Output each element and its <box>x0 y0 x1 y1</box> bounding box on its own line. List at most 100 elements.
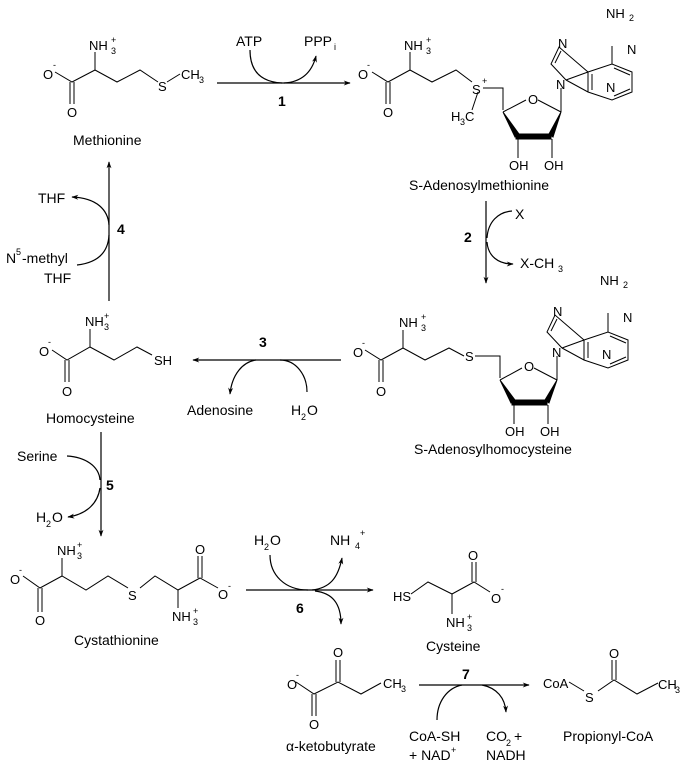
cofactor-co2-plus: + <box>514 728 522 744</box>
compound-label-ketobutyrate: α-ketobutyrate <box>286 738 376 754</box>
reaction-step-1: ATP PPP i 1 <box>217 33 351 109</box>
atom-o: O <box>376 384 386 399</box>
atom-nh: NH <box>89 38 108 53</box>
cofactor-nad: + NAD <box>409 747 451 763</box>
cofactor-x-ch3: X-CH <box>520 255 554 271</box>
reaction-step-2: X X-CH 3 2 <box>464 201 563 284</box>
atom-s: S <box>158 79 167 94</box>
charge-plus: + <box>104 311 109 321</box>
atom-o: O <box>39 344 49 359</box>
atom-n: N <box>627 42 636 57</box>
sam-structure: O - O NH 3 + S + H 3 C O OH OH N N N N N… <box>358 6 636 173</box>
atom-o: O <box>307 402 318 418</box>
atom-nh: NH <box>172 609 191 624</box>
sub-3: 3 <box>467 623 472 633</box>
atom-o: O <box>195 542 205 557</box>
compound-label-homocysteine: Homocysteine <box>46 410 135 426</box>
sub-3: 3 <box>193 617 198 627</box>
compound-label-sam: S-Adenosylmethionine <box>409 177 549 193</box>
homocysteine-structure: O - O NH 3 + SH <box>39 311 172 399</box>
atom-ch: CH <box>658 677 677 692</box>
atom-c: C <box>465 109 474 124</box>
charge-minus: - <box>296 670 299 680</box>
atom-h: H <box>451 109 460 124</box>
atom-ch: CH <box>181 67 200 82</box>
compound-label-cystathionine: Cystathionine <box>74 632 159 648</box>
atom-oh: OH <box>505 424 525 439</box>
atom-o: O <box>35 613 45 628</box>
reaction-step-5: 5 Serine H 2 O <box>17 432 114 537</box>
atom-o: O <box>524 359 534 374</box>
cofactor-ppp: PPP <box>304 33 332 49</box>
sub-2: 2 <box>301 412 306 422</box>
propionylcoa-structure: CoA S O CH 3 <box>543 646 680 705</box>
atom-oh: OH <box>544 158 564 173</box>
cofactor-atp: ATP <box>236 33 262 49</box>
atom-o: O <box>528 92 538 107</box>
charge-plus: + <box>421 312 426 322</box>
cystathionine-structure: O - O NH 3 + S O O - NH 3 + <box>10 540 231 628</box>
compound-label-methionine: Methionine <box>73 132 142 148</box>
charge-plus: + <box>193 606 198 616</box>
charge-minus: - <box>48 337 51 347</box>
atom-n: N <box>606 80 615 95</box>
atom-o: O <box>52 509 63 525</box>
atom-o: O <box>609 646 619 661</box>
cofactor-n5methyl-sup: 5 <box>16 247 21 257</box>
charge-plus: + <box>451 745 456 755</box>
cofactor-ppp-sub: i <box>334 42 336 52</box>
cofactor-h2o: H <box>36 509 46 525</box>
reaction-step-4: 4 THF N 5 -methyl THF <box>6 161 125 301</box>
charge-minus: - <box>501 584 504 594</box>
cofactor-x: X <box>515 206 525 222</box>
cofactor-coash: CoA-SH <box>409 728 460 744</box>
atom-o: O <box>67 105 77 120</box>
atom-s: S <box>585 690 594 705</box>
step-number-4: 4 <box>117 221 125 237</box>
atom-s: S <box>128 588 137 603</box>
atom-nh: NH <box>399 315 418 330</box>
atom-n: N <box>602 347 611 362</box>
atom-o: O <box>358 67 368 82</box>
cofactor-n5methyl-n: N <box>6 250 16 266</box>
atom-o: O <box>353 345 363 360</box>
cofactor-h2o: H <box>291 402 301 418</box>
step-number-3: 3 <box>259 334 267 350</box>
reaction-step-3: 3 Adenosine H 2 O <box>187 334 341 422</box>
atom-o: O <box>383 105 393 120</box>
sub-3: 3 <box>104 322 109 332</box>
charge-plus: + <box>111 35 116 45</box>
atom-n: N <box>553 304 562 319</box>
atom-hs: HS <box>393 589 411 604</box>
step-number-7: 7 <box>462 666 470 682</box>
atom-o: O <box>43 67 53 82</box>
atom-nh: NH <box>57 543 76 558</box>
cofactor-nadh: NADH <box>486 747 526 763</box>
charge-plus: + <box>426 35 431 45</box>
sub-3: 3 <box>77 551 82 561</box>
atom-n: N <box>552 345 561 360</box>
atom-o: O <box>287 677 297 692</box>
charge-plus: + <box>360 528 365 538</box>
atom-o: O <box>309 717 319 732</box>
cofactor-thf: THF <box>38 190 65 206</box>
sub-3: 3 <box>675 685 680 695</box>
atom-nh: NH <box>85 314 104 329</box>
sub-4: 4 <box>355 541 360 551</box>
charge-minus: - <box>367 60 370 70</box>
atom-o: O <box>62 384 72 399</box>
atom-s: S <box>465 349 474 364</box>
cofactor-h2o: H <box>254 532 264 548</box>
atom-oh: OH <box>509 158 529 173</box>
charge-plus: + <box>467 612 472 622</box>
atom-o: O <box>491 591 501 606</box>
sub-3: 3 <box>111 46 116 56</box>
atom-oh: OH <box>540 424 560 439</box>
cofactor-n5methyl-thf: THF <box>44 270 71 286</box>
atom-n: N <box>556 77 565 92</box>
charge-plus: + <box>77 540 82 550</box>
atom-s: S <box>472 82 481 97</box>
sub-2: 2 <box>264 542 269 552</box>
sub-3: 3 <box>421 323 426 333</box>
